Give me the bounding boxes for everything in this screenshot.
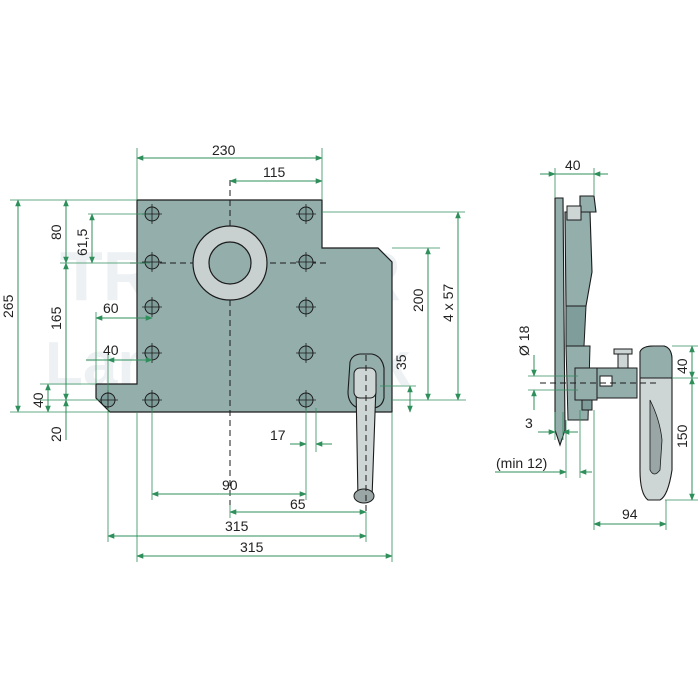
- dim-40-vertical: 40: [30, 392, 46, 408]
- side-dim-3: 3: [525, 415, 533, 431]
- side-plate: [554, 197, 566, 447]
- dim-65: 65: [290, 496, 306, 512]
- front-view: 230 115 265 80 61,5 165 60 40 40: [0, 142, 466, 562]
- dim-40-horizontal: 40: [103, 342, 119, 358]
- dim-315-lower: 315: [240, 539, 264, 555]
- dim-115: 115: [263, 164, 286, 180]
- crank-handle: [347, 353, 385, 512]
- dim-61-5: 61,5: [74, 229, 90, 256]
- dim-4x57: 4 x 57: [440, 284, 456, 322]
- dim-165: 165: [48, 306, 64, 330]
- side-view: 40 Ø 18 3 (min 12) 40 150 94: [495, 157, 698, 530]
- side-dim-150: 150: [674, 424, 690, 448]
- dim-230: 230: [212, 142, 236, 158]
- side-dim-40-right: 40: [674, 358, 690, 374]
- side-dim-40-top: 40: [565, 157, 581, 173]
- dim-90: 90: [222, 477, 238, 493]
- bearing-bore: [208, 241, 252, 285]
- side-dim-diameter-18: Ø 18: [516, 325, 532, 356]
- dim-80: 80: [48, 224, 64, 240]
- dim-315-upper: 315: [225, 518, 249, 534]
- side-dim-94: 94: [622, 506, 638, 522]
- right-hole-column: [298, 206, 314, 408]
- side-dim-min-12: (min 12): [496, 455, 547, 471]
- dim-60: 60: [103, 300, 119, 316]
- dim-265: 265: [0, 294, 16, 318]
- dim-200: 200: [410, 288, 426, 312]
- dim-17: 17: [270, 427, 286, 443]
- dim-20: 20: [48, 426, 64, 442]
- dim-35: 35: [393, 354, 409, 370]
